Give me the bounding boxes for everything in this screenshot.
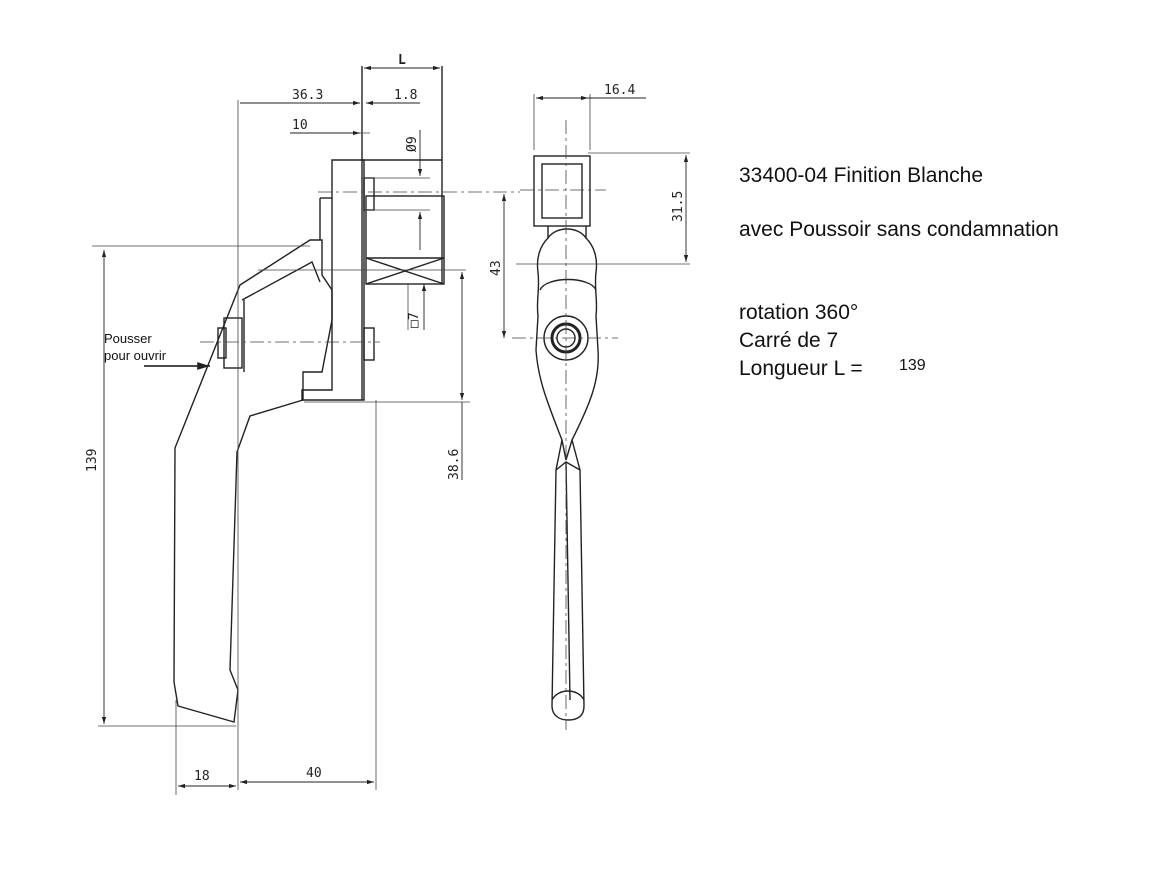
dim-38-6-label: 38.6 xyxy=(447,449,462,480)
spec-reference: 33400-04 Finition Blanche xyxy=(739,164,984,187)
side-view-extension-lines xyxy=(92,100,520,795)
dim-36-3-label: 36.3 xyxy=(292,88,323,103)
dim-31-5-label: 31.5 xyxy=(671,191,686,222)
spec-carre: Carré de 7 xyxy=(739,329,839,352)
dim-l-label: L xyxy=(398,53,406,68)
dim-18-label: 18 xyxy=(194,769,210,784)
dim-1-8-label: 1.8 xyxy=(394,88,417,103)
side-view-rose-plate xyxy=(301,66,445,401)
dim-40-label: 40 xyxy=(306,766,322,781)
side-view-dimension-lines xyxy=(101,65,507,789)
side-view-handle xyxy=(173,239,333,723)
front-view-dimension-lines xyxy=(536,95,689,262)
spec-rotation: rotation 360° xyxy=(739,301,859,324)
dim-139-label: 139 xyxy=(85,449,100,472)
spec-poussoir: avec Poussoir sans condamnation xyxy=(739,218,1059,241)
push-note-line1: Pousser xyxy=(104,331,152,346)
spec-longueur-label: Longueur L = xyxy=(739,357,863,380)
dim-sq7-label: □7 xyxy=(407,312,422,328)
dim-phi9-label: Ø9 xyxy=(405,136,420,152)
dim-43-label: 43 xyxy=(489,260,504,276)
dim-10-label: 10 xyxy=(292,118,308,133)
push-note-line2: pour ouvrir xyxy=(104,348,167,363)
front-view-extension-lines xyxy=(512,94,690,730)
dim-16-4-label: 16.4 xyxy=(604,83,635,98)
spec-longueur-value: 139 xyxy=(899,357,926,374)
